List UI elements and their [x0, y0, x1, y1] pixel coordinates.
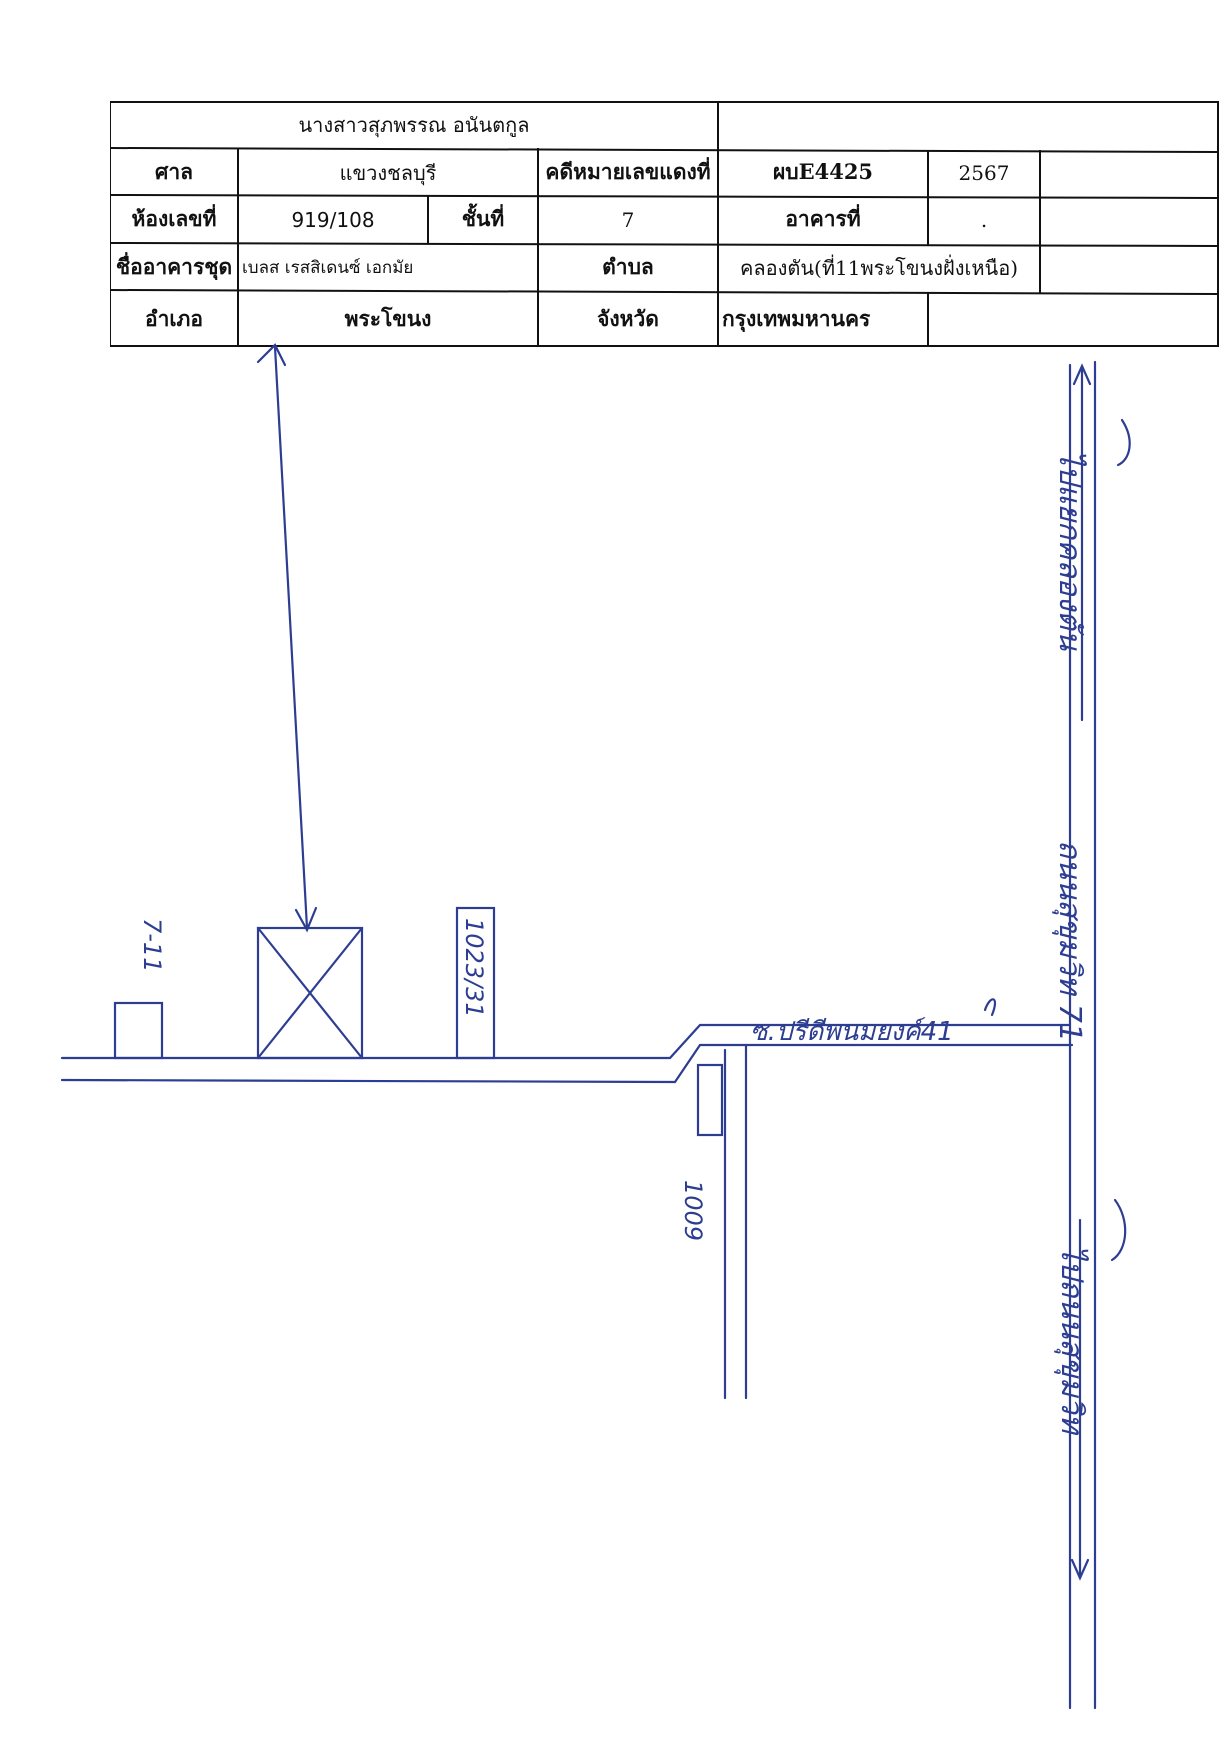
subdistrict-value: คลองตัน(ที่11พระโขนงฝั่งเหนือ): [739, 255, 1019, 280]
label-soi: ซ.ปรีดีพนมยงค์41: [750, 1017, 954, 1047]
room-value: 919/108: [291, 207, 375, 232]
case-label: คดีหมายเลขแดงที่: [545, 159, 711, 184]
soi-label-hook: [983, 998, 997, 1017]
subdistrict-label: ตำบล: [602, 254, 654, 279]
target-cross-b: [256, 926, 364, 1060]
case-number: ผบE4425: [772, 159, 874, 184]
province-label: จังหวัด: [597, 305, 659, 331]
soi-road-lower-edge: [60, 1043, 1074, 1084]
condo-label: ชื่ออาคารชุด: [115, 254, 233, 279]
road-label-hook-lower: [1110, 1198, 1127, 1262]
floor-label: ชั้นที่: [461, 206, 505, 231]
pointer-line: [273, 345, 309, 930]
building-value: .: [980, 207, 988, 232]
court-label: ศาล: [155, 159, 193, 184]
label-road-middle: ถนนสุขุมวิท 71: [1052, 840, 1087, 1042]
district-value: พระโขนง: [344, 305, 432, 331]
building-label: อาคารที่: [785, 206, 861, 231]
label-7-11: 7-11: [138, 918, 166, 972]
court-value: แขวงชลบุรี: [339, 160, 437, 185]
district-label: อำเภอ: [144, 305, 204, 331]
building-1009: [696, 1063, 724, 1137]
condo-value: เบลส เรสสิเดนซ์ เอกมัย: [242, 258, 414, 278]
label-1023-31: 1023/31: [460, 918, 488, 1018]
floor-value: 7: [621, 207, 635, 232]
label-1009: 1009: [679, 1180, 707, 1241]
pointer-arrowhead-bottom: [294, 906, 318, 933]
seven-eleven-building: [113, 1001, 164, 1060]
road-label-hook-upper: [1116, 418, 1131, 467]
label-road-lower: ไปถนนสุขุมวิท: [1054, 1245, 1089, 1436]
road-lower-arrowhead: [1070, 1558, 1090, 1581]
target-property: [256, 926, 364, 1060]
case-year: 2567: [958, 160, 1010, 185]
province-value: กรุงเทพมหานคร: [722, 305, 871, 331]
road-upper-arrowhead: [1072, 363, 1092, 386]
pointer-arrowhead-top: [256, 343, 287, 367]
owner-name: นางสาวสุภพรรณ อนันตกูล: [298, 113, 530, 137]
label-road-upper: ไปแยกคลองตัน: [1052, 450, 1087, 652]
soi-road-upper-edge: [60, 1023, 1072, 1060]
property-info-table: นางสาวสุภพรรณ อนันตกูล ศาล แขวงชลบุรี คด…: [110, 100, 1220, 348]
room-label: ห้องเลขที่: [131, 206, 217, 231]
building-1023-31: [455, 906, 496, 1060]
table-gridlines: [110, 101, 1219, 347]
